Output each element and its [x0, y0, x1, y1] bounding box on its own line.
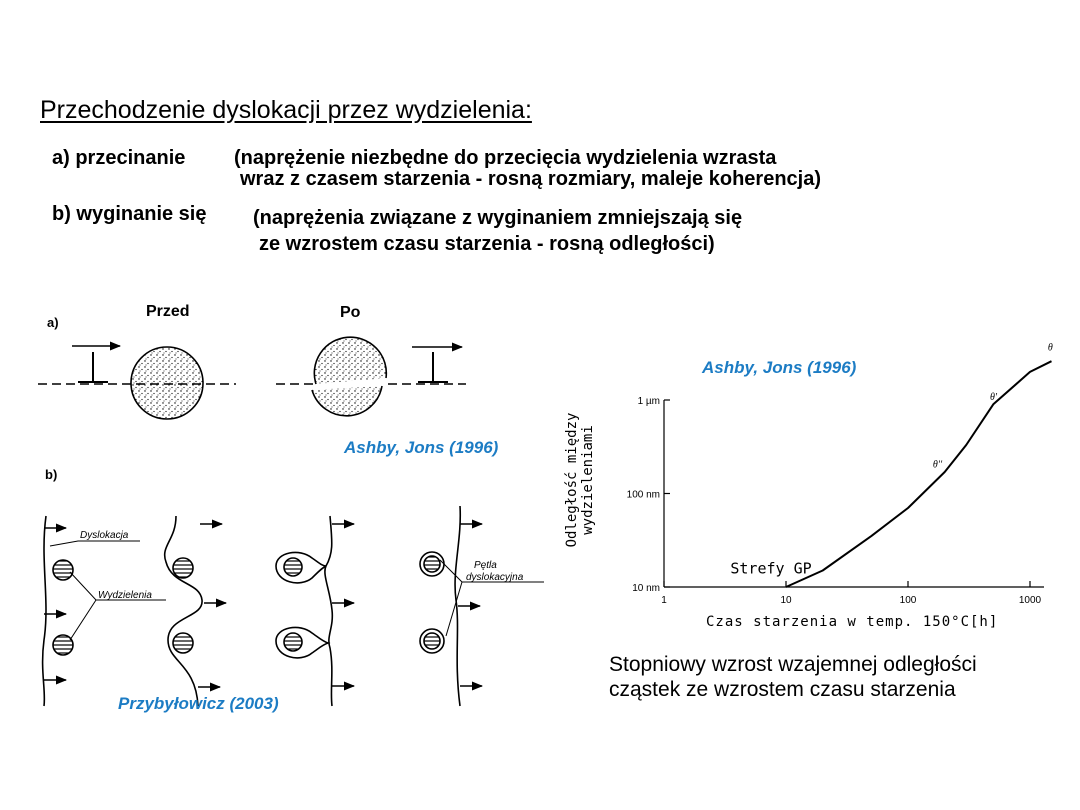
dislocation-symbol-icon	[78, 352, 108, 383]
panel-b-label: b)	[45, 467, 58, 482]
y-tick-label: 10 nm	[632, 583, 660, 594]
precipitate-particle	[423, 632, 441, 650]
precipitate-particle	[52, 634, 74, 656]
precipitate-particle	[423, 555, 441, 573]
panel-a-label: a)	[47, 315, 59, 330]
point-b-note-line2: ze wzrostem czasu starzenia - rosną odle…	[259, 233, 715, 255]
precipitate-particle	[172, 632, 194, 654]
page-title: Przechodzenie dyslokacji przez wydzielen…	[40, 96, 532, 124]
point-a-note-line2: wraz z czasem starzenia - rosną rozmiary…	[240, 168, 821, 190]
label-after: Po	[340, 304, 361, 321]
precipitate-particle	[130, 346, 204, 420]
diagram-a	[38, 336, 466, 420]
x-tick-label: 100	[900, 595, 917, 606]
citation-przybylowicz: Przybyłowicz (2003)	[118, 694, 279, 713]
dislocation-loop	[275, 551, 327, 584]
series-line	[785, 360, 1052, 588]
precipitate-particle	[283, 632, 303, 652]
chart-xlabel: Czas starzenia w temp. 150°C[h]	[706, 614, 999, 630]
chart-ylabel-line1: Odległość między	[564, 412, 580, 548]
dislocation-symbol-icon	[418, 352, 448, 383]
diagram-b	[41, 505, 484, 707]
point-a-label: a) przecinanie	[52, 147, 186, 169]
annotation-theta: θ	[1048, 342, 1053, 353]
precipitate-particle	[52, 559, 74, 581]
x-tick-label: 1	[661, 595, 667, 606]
citation-ashby-left: Ashby, Jons (1996)	[344, 438, 499, 457]
dislocation-line	[41, 515, 47, 707]
annotation-theta-bis: θ''	[933, 459, 943, 470]
chart-ylabel-line2: wydzieleniami	[580, 425, 596, 535]
summary-line2: cząstek ze wzrostem czasu starzenia	[609, 678, 956, 701]
dislocation-line	[454, 505, 462, 707]
label-loop-line1: Pętla	[474, 560, 497, 571]
label-precipitates: Wydzielenia	[98, 590, 152, 601]
label-before: Przed	[146, 303, 190, 320]
label-loop-line2: dyslokacyjna	[466, 572, 524, 583]
x-tick-label: 10	[780, 595, 792, 606]
x-tick-label: 1000	[1019, 595, 1042, 606]
point-b-label: b) wyginanie się	[52, 203, 207, 225]
dislocation-loop	[275, 626, 331, 659]
cut-precipitate-lower	[311, 385, 383, 417]
y-tick-label: 100 nm	[627, 490, 660, 501]
point-a-note-line1: (naprężenie niezbędne do przecięcia wydz…	[234, 147, 777, 169]
point-b-note-line1: (naprężenia związane z wyginaniem zmniej…	[253, 207, 743, 229]
annotation-theta-prim: θ'	[990, 392, 998, 403]
cut-precipitate-upper	[313, 336, 388, 385]
dislocation-line	[163, 515, 203, 707]
chart-ylabel: Odległość między wydzieleniami	[564, 413, 596, 548]
chart: 1 10 100 1000 10 nm 100 nm 1 µm Strefy GP θ'' θ' θ	[627, 342, 1053, 606]
precipitate-particle	[283, 557, 303, 577]
y-tick-label: 1 µm	[638, 396, 660, 407]
annotation-gp: Strefy GP	[730, 559, 811, 577]
label-leaders	[49, 540, 544, 641]
dislocation-loop	[419, 628, 445, 654]
dislocation-line	[324, 515, 334, 707]
label-dislocation: Dyslokacja	[80, 530, 129, 541]
citation-ashby-chart: Ashby, Jons (1996)	[702, 358, 857, 377]
summary-line1: Stopniowy wzrost wzajemnej odległości	[609, 653, 977, 676]
precipitate-particle	[172, 557, 194, 579]
